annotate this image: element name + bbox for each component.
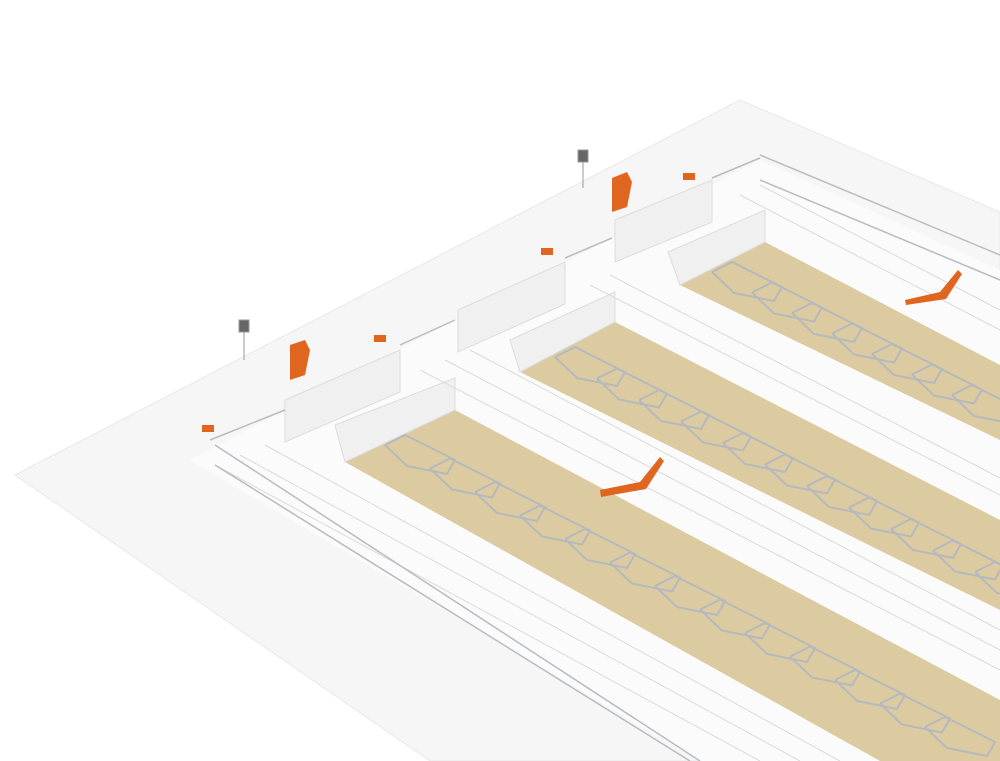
stall-divider [680, 410, 753, 452]
stall-divider [924, 715, 997, 758]
robots [202, 172, 962, 497]
charger-1 [202, 425, 214, 432]
stall-divider [744, 621, 817, 664]
walls [284, 179, 766, 463]
end-wall-2 [457, 261, 566, 353]
stall-divider [711, 260, 784, 303]
stall-divider [932, 539, 1000, 581]
stall-divider [519, 504, 592, 546]
stall-divider [831, 322, 904, 364]
stall-divider [609, 551, 682, 593]
charger-3 [541, 248, 553, 255]
stall-dividers [384, 260, 1000, 758]
stall-divider [699, 598, 772, 640]
sand-bed-1 [345, 410, 1000, 761]
stall-divider [554, 345, 627, 388]
robot-scraper-1 [600, 457, 664, 497]
stall-divider [879, 692, 952, 734]
stall-divider [789, 645, 862, 687]
robot-scraper-2 [905, 270, 962, 305]
robot-feeder-1 [290, 340, 310, 380]
stall-divider [806, 474, 879, 517]
stall-divider [791, 301, 864, 344]
stall-divider [951, 383, 1000, 423]
control-boxes [238, 149, 589, 360]
robot-feeder-2 [612, 172, 632, 212]
stall-divider [834, 668, 907, 711]
stall-divider [911, 363, 984, 405]
end-wall-3 [614, 179, 713, 263]
stall-divider [474, 480, 547, 523]
control-box-2 [577, 149, 589, 163]
fence-left [214, 444, 701, 761]
control-box-1 [238, 319, 250, 333]
stall-divider [890, 517, 963, 560]
charger-2 [374, 335, 386, 342]
end-wall-1 [284, 349, 401, 443]
charger-4 [683, 173, 695, 180]
stall-divider [764, 453, 837, 495]
stall-divider [384, 433, 457, 476]
alley-lines [214, 184, 1000, 761]
stall-divider [848, 496, 921, 538]
stall-divider [564, 527, 637, 570]
stall-divider [751, 281, 824, 323]
stall-divider [638, 388, 711, 431]
bed-wall-3 [667, 209, 766, 286]
stall-divider [974, 560, 1000, 595]
fence-back [759, 154, 1000, 256]
fence-front-1 [209, 409, 286, 441]
stall-divider [429, 457, 502, 499]
stall-divider [722, 431, 795, 474]
stall-divider [596, 367, 669, 409]
stall-divider [871, 342, 944, 385]
bed-wall-1 [334, 377, 456, 463]
stall-divider [654, 574, 727, 617]
fences [209, 154, 1000, 761]
bed-wall-2 [509, 291, 616, 373]
